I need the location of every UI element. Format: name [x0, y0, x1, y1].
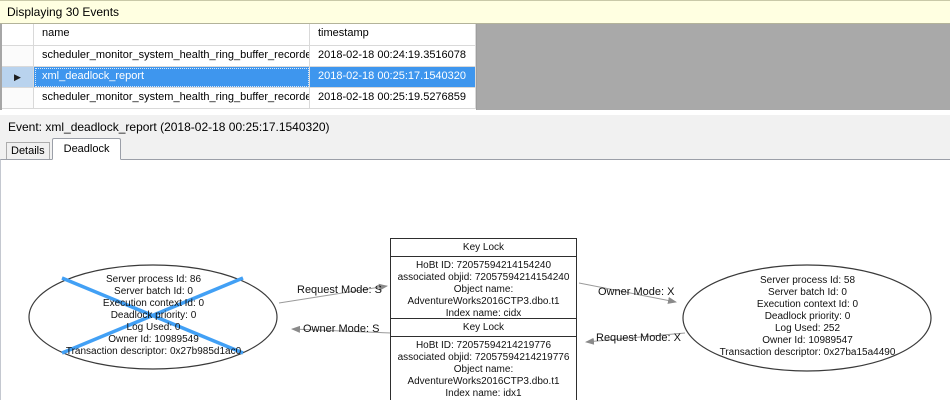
table-row[interactable]: scheduler_monitor_system_health_ring_buf…	[2, 88, 476, 109]
row-header[interactable]: ▶	[2, 67, 34, 88]
key-lock-node-top[interactable]: Key Lock HoBt ID: 72057594214154240 asso…	[390, 238, 577, 325]
column-header-name[interactable]: name	[34, 24, 310, 46]
selected-event-label: Event: xml_deadlock_report (2018-02-18 0…	[8, 120, 330, 134]
grid-corner-header[interactable]	[2, 24, 34, 46]
events-count-banner: Displaying 30 Events	[0, 0, 950, 24]
events-grid: name timestamp scheduler_monitor_system_…	[0, 24, 477, 110]
row-header[interactable]	[2, 88, 34, 109]
other-process-ellipse	[682, 264, 932, 372]
grid-header-row: name timestamp	[2, 24, 476, 46]
edge-owner-s-arrow	[291, 325, 392, 334]
cell-name[interactable]: scheduler_monitor_system_health_ring_buf…	[34, 88, 310, 109]
lock-title: Key Lock	[391, 239, 576, 257]
table-row-selected[interactable]: ▶ xml_deadlock_report 2018-02-18 00:25:1…	[2, 67, 476, 88]
cell-timestamp[interactable]: 2018-02-18 00:25:19.5276859	[310, 88, 476, 109]
cell-name[interactable]: scheduler_monitor_system_health_ring_buf…	[34, 46, 310, 67]
cell-timestamp[interactable]: 2018-02-18 00:25:17.1540320	[310, 67, 476, 88]
edge-label-owner-s: Owner Mode: S	[303, 323, 380, 335]
deadlock-victim-cross-icon	[61, 276, 244, 355]
edge-request-s-arrow	[278, 283, 388, 304]
cell-timestamp[interactable]: 2018-02-18 00:24:19.3516078	[310, 46, 476, 67]
table-row[interactable]: scheduler_monitor_system_health_ring_buf…	[2, 46, 476, 67]
victim-process-node[interactable]: Server process Id: 86 Server batch Id: 0…	[65, 274, 242, 357]
current-row-arrow-icon: ▶	[14, 72, 21, 82]
deadlock-graph-canvas	[28, 264, 932, 372]
victim-process-ellipse	[28, 264, 278, 370]
row-header[interactable]	[2, 46, 34, 67]
edge-label-owner-x: Owner Mode: X	[598, 286, 675, 298]
deadlock-graph-pane: Server process Id: 86 Server batch Id: 0…	[0, 159, 950, 400]
event-detail-header: Event: xml_deadlock_report (2018-02-18 0…	[0, 115, 950, 160]
edge-request-x-arrow	[585, 332, 686, 345]
cell-name[interactable]: xml_deadlock_report	[34, 67, 310, 88]
tab-details[interactable]: Details	[6, 142, 50, 160]
grid-empty-area	[477, 24, 950, 110]
edge-owner-x-arrow	[578, 282, 677, 304]
edge-label-request-s: Request Mode: S	[297, 284, 382, 296]
detail-tabstrip: Details Deadlock	[6, 138, 122, 160]
key-lock-node-bottom[interactable]: Key Lock HoBt ID: 72057594214219776 asso…	[390, 318, 577, 400]
column-header-timestamp[interactable]: timestamp	[310, 24, 476, 46]
lock-title: Key Lock	[391, 319, 576, 337]
other-process-node[interactable]: Server process Id: 58 Server batch Id: 0…	[719, 275, 896, 358]
tab-deadlock[interactable]: Deadlock	[51, 138, 122, 160]
edge-label-request-x: Request Mode: X	[596, 332, 681, 344]
